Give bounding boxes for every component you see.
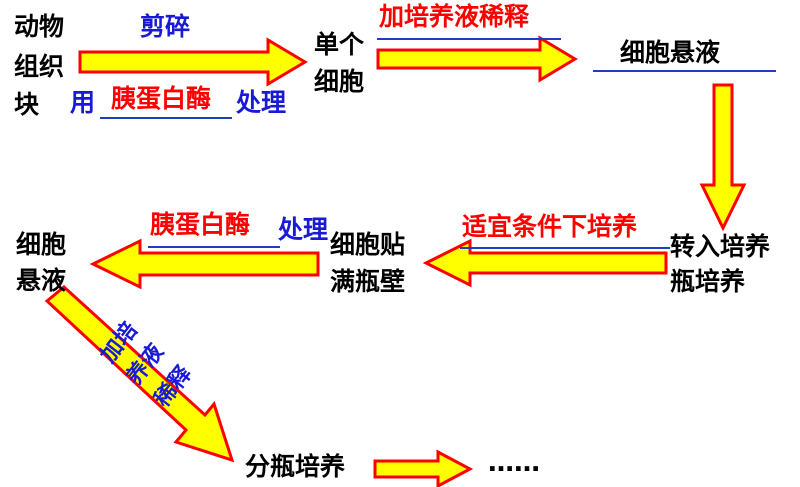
- underline-cell-suspension-1: [593, 70, 776, 72]
- arrow-next: [373, 449, 474, 487]
- label-dilute-1: 加培养液稀释: [379, 2, 530, 31]
- arrow-culture: [422, 238, 668, 288]
- arrow-dilute-1: [376, 35, 578, 83]
- underline-trypsin-1: [100, 117, 232, 119]
- underline-dilute-1: [377, 38, 561, 40]
- arrow-trypsin-2: [89, 238, 320, 290]
- arrow-mince: [78, 37, 308, 87]
- underline-trypsin-2: [148, 246, 280, 248]
- node-cells-adhere-line-2: 满瓶壁: [330, 267, 406, 296]
- label-mince: 剪碎: [140, 12, 191, 41]
- label-treat-2: 处理: [278, 215, 329, 244]
- label-use: 用: [70, 88, 96, 117]
- node-animal-tissue-line-1: 动物: [14, 12, 65, 41]
- label-trypsin-1: 胰蛋白酶: [111, 84, 212, 113]
- label-treat-1: 处理: [236, 88, 287, 117]
- node-animal-tissue-line-3: 块: [14, 90, 40, 119]
- node-cell-suspension-2-line-2: 悬液: [16, 266, 67, 295]
- node-transfer-culture-line-2: 瓶培养: [670, 267, 746, 296]
- node-cell-suspension-2-line-1: 细胞: [16, 230, 67, 259]
- underline-suitable-culture: [460, 247, 670, 249]
- node-ellipsis: ……: [488, 448, 540, 478]
- arrow-dilute-2: [44, 285, 235, 463]
- node-cell-suspension-1: 细胞悬液: [620, 38, 721, 67]
- label-suitable-culture: 适宜条件下培养: [462, 212, 638, 241]
- node-transfer-culture-line-1: 转入培养: [670, 232, 771, 261]
- node-subculture: 分瓶培养: [245, 452, 346, 481]
- node-single-cell-line-1: 单个: [314, 30, 365, 59]
- node-cells-adhere-line-1: 细胞贴: [330, 230, 406, 259]
- node-animal-tissue-line-2: 组织: [14, 52, 65, 81]
- label-trypsin-2: 胰蛋白酶: [150, 210, 251, 239]
- arrow-down: [699, 83, 747, 232]
- node-single-cell-line-2: 细胞: [314, 67, 365, 96]
